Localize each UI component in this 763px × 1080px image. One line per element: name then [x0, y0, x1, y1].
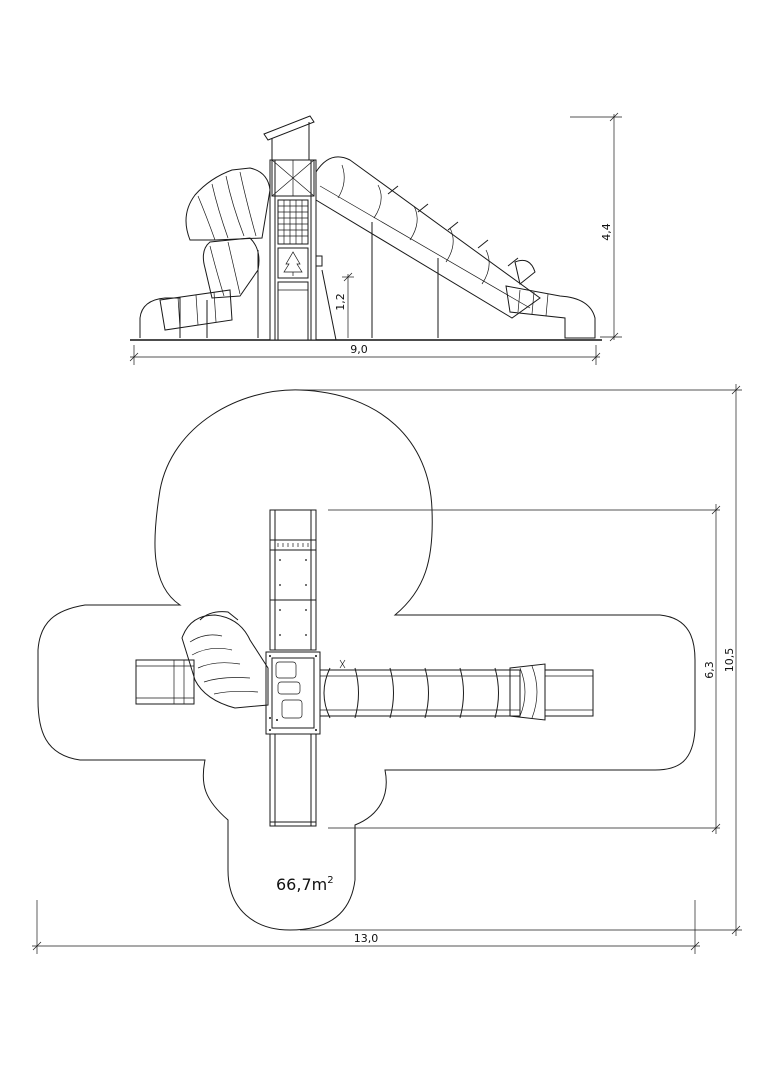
area-label: 66,7m2	[276, 875, 334, 894]
area-unit-exponent: 2	[327, 875, 333, 886]
safety-zone-outline	[37, 389, 696, 931]
elevation-platform-label: 1,2	[334, 293, 347, 311]
elevation-height-label: 4,4	[600, 223, 613, 241]
side-elevation: 9,0 4,4 1,2	[129, 112, 622, 365]
plan-equipment-depth-label: 6,3	[703, 661, 716, 679]
area-value: 66,7m	[276, 875, 327, 894]
elevation-width-label: 9,0	[350, 343, 368, 356]
plan-view: 6,3 10,5 13,0 66,7m2	[32, 384, 742, 954]
plan-width-label: 13,0	[354, 932, 379, 945]
plan-depth-label: 10,5	[723, 648, 736, 673]
